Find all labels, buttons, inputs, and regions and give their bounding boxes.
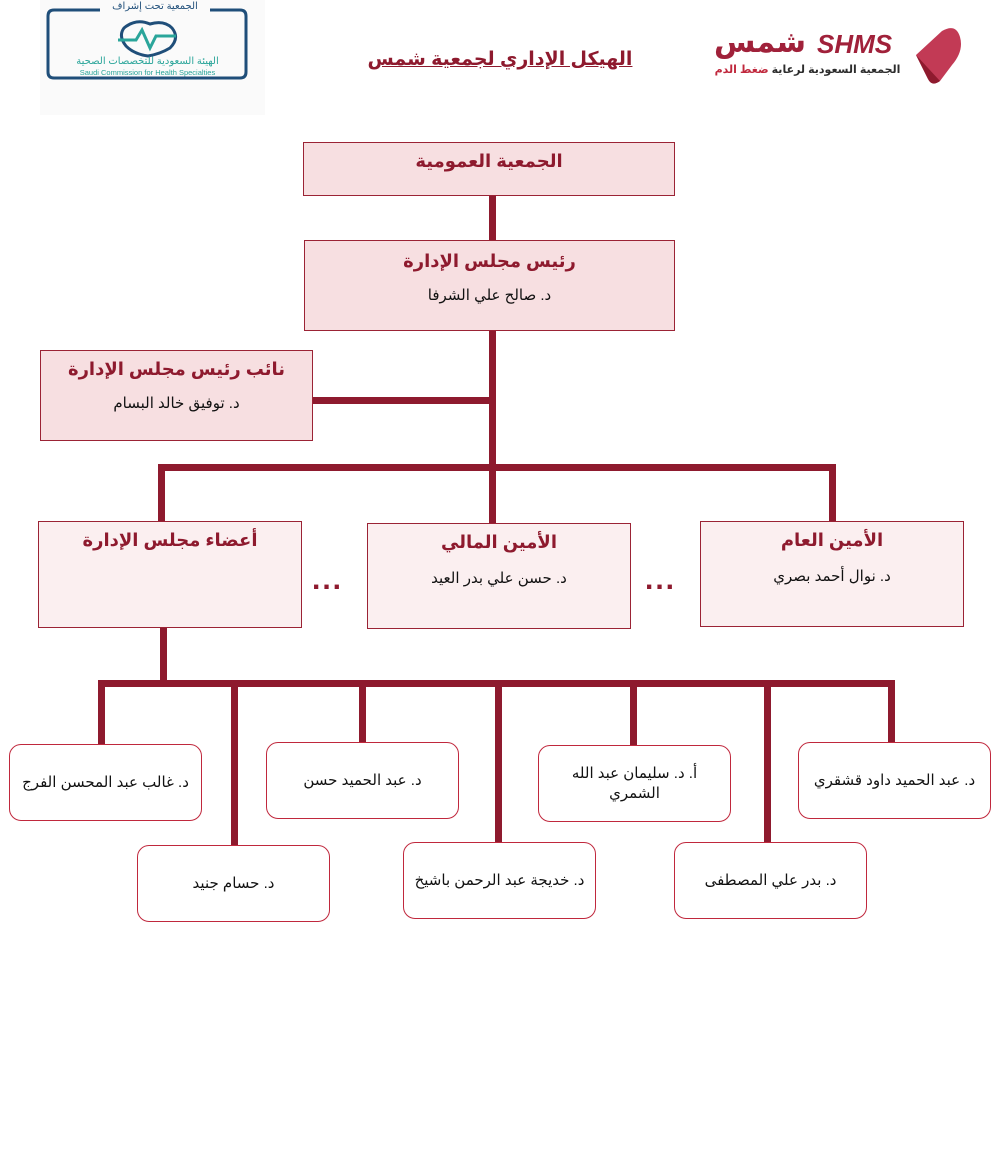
treasurer-title: الأمين المالي: [441, 532, 557, 552]
member-box: د. عبد الحميد داود قشقري: [798, 742, 991, 819]
member-box: د. حسام جنيد: [137, 845, 330, 922]
connector-line: [829, 464, 836, 522]
shms-tagline: الجمعية السعودية لرعاية ضغط الدم: [705, 63, 910, 76]
connector-line: [630, 680, 637, 746]
connector-line: [888, 680, 895, 744]
board-members-box: أعضاء مجلس الإدارة: [38, 521, 302, 628]
general-assembly-title: الجمعية العمومية: [415, 151, 563, 171]
connector-line: [489, 464, 496, 524]
member-box: د. خديجة عبد الرحمن باشيخ: [403, 842, 596, 919]
secretary-general-name: د. نوال أحمد بصري: [773, 568, 891, 585]
heart-icon: [916, 28, 961, 84]
secretary-general-box: الأمين العام د. نوال أحمد بصري: [700, 521, 964, 627]
chairman-box: رئيس مجلس الإدارة د. صالح علي الشرفا: [304, 240, 675, 331]
scfhs-logo: الجمعية تحت إشراف الهيئة السعودية للتخصص…: [40, 0, 265, 115]
member-box: د. عبد الحميد حسن: [266, 742, 459, 819]
connector-line: [231, 680, 238, 846]
connector-line: [764, 680, 771, 844]
shms-logo: شمس SHMS الجمعية السعودية لرعاية ضغط الد…: [705, 25, 965, 90]
shms-tagline-part2: ضغط الدم: [714, 64, 769, 76]
general-assembly-box: الجمعية العمومية: [303, 142, 675, 196]
shms-tagline-part1: الجمعية السعودية لرعاية: [771, 64, 901, 76]
board-members-title: أعضاء مجلس الإدارة: [82, 530, 258, 550]
connector-line: [489, 195, 496, 242]
shms-name-ar: شمس: [713, 26, 807, 59]
connector-line: [312, 397, 492, 404]
vice-chairman-name: د. توفيق خالد البسام: [113, 395, 240, 412]
member-box: د. غالب عبد المحسن الفرج: [9, 744, 202, 821]
connector-line: [359, 680, 366, 744]
connector-line: [158, 464, 836, 471]
connector-line: [158, 464, 165, 522]
connector-line: [495, 680, 502, 843]
page-title: الهيكل الإداري لجمعية شمس: [367, 49, 633, 70]
connector-line: [98, 680, 105, 746]
treasurer-name: د. حسن علي بدر العيد: [431, 570, 567, 587]
treasurer-box: الأمين المالي د. حسن علي بدر العيد: [367, 523, 631, 629]
ellipsis-separator: ...: [312, 563, 344, 596]
member-box: د. بدر علي المصطفى: [674, 842, 867, 919]
chairman-name: د. صالح علي الشرفا: [427, 287, 552, 304]
ellipsis-separator: ...: [645, 563, 677, 596]
shms-name-en: SHMS: [817, 29, 893, 59]
vice-chairman-title: نائب رئيس مجلس الإدارة: [67, 359, 286, 379]
scfhs-caption: الجمعية تحت إشراف: [100, 1, 210, 12]
connector-line: [160, 626, 167, 686]
scfhs-logo-frame: [46, 8, 248, 80]
secretary-general-title: الأمين العام: [780, 530, 884, 550]
member-box: أ. د. سليمان عبد الله الشمري: [538, 745, 731, 822]
chairman-title: رئيس مجلس الإدارة: [403, 251, 576, 271]
scfhs-name-en: Saudi Commission for Health Specialties: [79, 68, 216, 77]
vice-chairman-box: نائب رئيس مجلس الإدارة د. توفيق خالد الب…: [40, 350, 313, 441]
scfhs-name-ar: الهيئة السعودية للتخصصات الصحية: [76, 56, 219, 67]
connector-line: [489, 330, 496, 470]
